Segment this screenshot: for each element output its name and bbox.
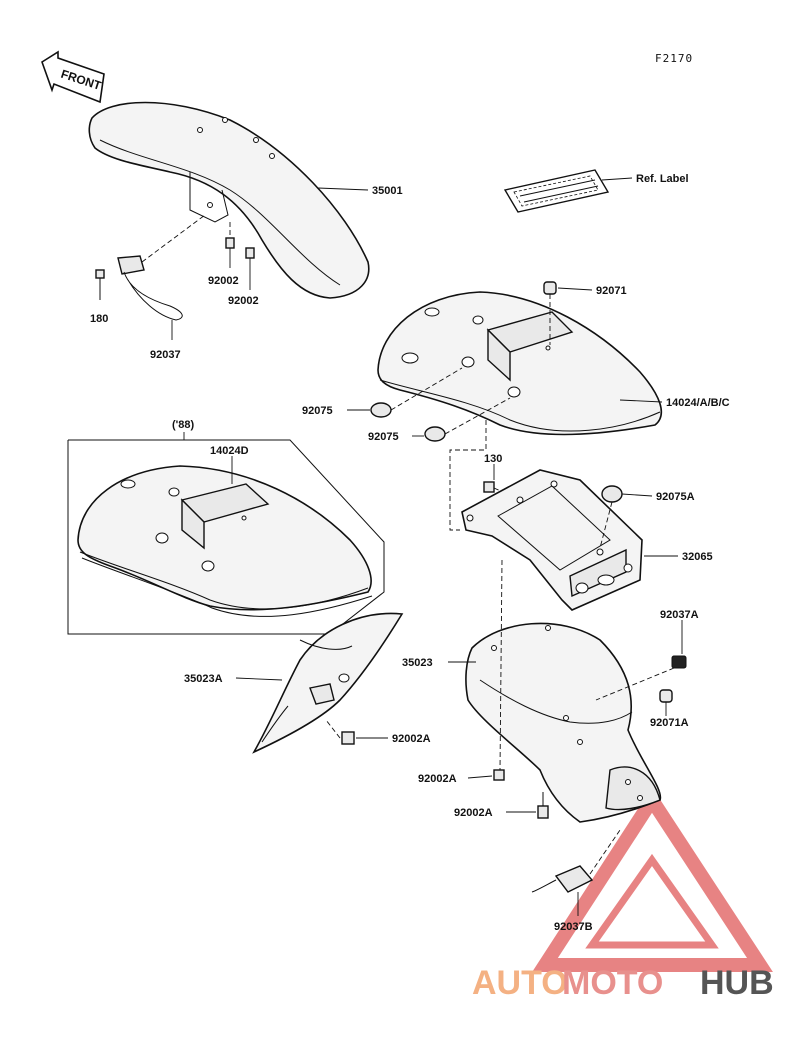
label-92002A-c: 92002A: [454, 807, 493, 819]
label-92002A-b: 92002A: [418, 773, 457, 785]
ref-label-icon: [503, 169, 610, 213]
label-32065: 32065: [682, 551, 713, 563]
leader-35001: [317, 187, 369, 191]
label-92037A: 92037A: [660, 609, 699, 621]
bolt-130-icon: [483, 481, 521, 501]
grommet-92071A-icon: [659, 689, 673, 703]
bolt-92002A-icon: [493, 769, 505, 781]
label-92002A-a: 92002A: [392, 733, 431, 745]
rear-fender: [377, 291, 663, 436]
label-14024D: 14024D: [210, 445, 249, 457]
watermark-auto: AUTO: [472, 964, 568, 1002]
variant-box-88: [67, 439, 385, 635]
label-92075-a: 92075: [302, 405, 333, 417]
label-92075-b: 92075: [368, 431, 399, 443]
dashed-connector-2: [499, 559, 503, 771]
watermark-hub: HUB: [700, 964, 774, 1002]
label-92071A: 92071A: [650, 717, 689, 729]
bracket-92037B-icon: [531, 829, 621, 893]
rear-mudguard-35023: [465, 622, 662, 823]
side-cover-35023A: [252, 612, 404, 754]
front-arrow-icon: FRONT: [41, 50, 105, 104]
label-92002-a: 92002: [208, 275, 239, 287]
year-note: ('88): [172, 419, 195, 431]
bracket-32065: [461, 469, 643, 611]
label-35023: 35023: [402, 657, 433, 669]
grommet-92071-icon: [543, 281, 557, 345]
label-14024: 14024/A/B/C: [666, 397, 730, 409]
label-92037: 92037: [150, 349, 181, 361]
label-ref: Ref. Label: [636, 173, 689, 185]
label-130: 130: [484, 453, 502, 465]
label-180: 180: [90, 313, 108, 325]
bolt-180-icon: [95, 269, 105, 300]
dashed-connector-1: [449, 420, 487, 531]
grommet-92075-icon: [370, 367, 511, 442]
rear-fender-88: [77, 465, 373, 617]
watermark-text: AUTO MOTO HUB: [472, 964, 774, 1002]
watermark-moto: MOTO: [562, 964, 663, 1002]
nut-92037A-icon: [671, 655, 687, 669]
label-92002-b: 92002: [228, 295, 259, 307]
label-35023A: 35023A: [184, 673, 223, 685]
label-92075A: 92075A: [656, 491, 695, 503]
diagram-code: F2170: [655, 52, 693, 65]
front-fender: [88, 101, 370, 299]
label-92071: 92071: [596, 285, 627, 297]
bolt-92002A-icon: [325, 719, 355, 745]
label-92037B: 92037B: [554, 921, 593, 933]
label-35001: 35001: [372, 185, 403, 197]
watermark-triangle: [532, 787, 773, 972]
bolt-92002A-icon: [537, 792, 549, 819]
clamp-92037-icon: [117, 214, 206, 321]
